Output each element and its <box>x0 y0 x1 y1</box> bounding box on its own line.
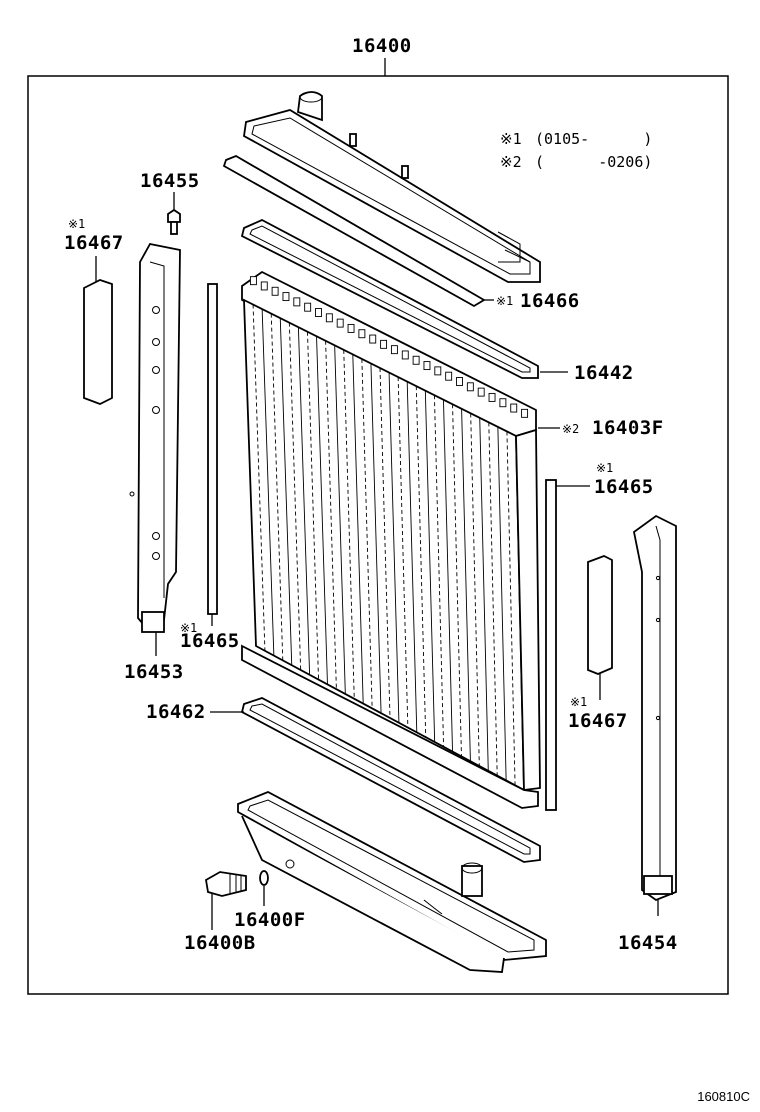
part-16467-left-pad[interactable] <box>83 279 113 405</box>
part-16454-right-bracket[interactable] <box>633 514 677 902</box>
label-16467-left[interactable]: 16467 <box>64 232 124 254</box>
part-16453-left-bracket[interactable] <box>129 242 181 633</box>
label-16467-left-mark: ※1 <box>68 217 85 231</box>
note-2-mark: ※2 <box>500 153 522 171</box>
part-16455-bolt[interactable] <box>167 208 181 235</box>
label-16400F[interactable]: 16400F <box>234 909 306 931</box>
part-16442-upper-gasket[interactable] <box>240 218 539 379</box>
label-16400B[interactable]: 16400B <box>184 932 256 954</box>
label-16465-right-mark: ※1 <box>596 461 613 475</box>
leader-lines <box>95 192 659 930</box>
label-16453[interactable]: 16453 <box>124 661 184 683</box>
label-16403F[interactable]: 16403F <box>592 417 664 439</box>
upper-tank[interactable] <box>243 91 541 283</box>
note-1-mark: ※1 <box>500 130 522 148</box>
lower-tank[interactable] <box>237 791 547 973</box>
part-16467-right-pad[interactable] <box>587 555 613 675</box>
note-1-text: (0105- ) <box>535 130 652 148</box>
radiator-core[interactable] <box>241 270 541 809</box>
label-16455[interactable]: 16455 <box>140 170 200 192</box>
label-16467-right-mark: ※1 <box>570 695 587 709</box>
label-16465-right[interactable]: 16465 <box>594 476 654 498</box>
label-16462[interactable]: 16462 <box>146 701 206 723</box>
label-16465-left[interactable]: 16465 <box>180 630 240 652</box>
part-16466-upper-seal[interactable] <box>222 155 486 308</box>
label-16467-right[interactable]: 16467 <box>568 710 628 732</box>
label-16465-left-mark: ※1 <box>180 621 197 635</box>
figure-code: 160810C <box>697 1089 750 1104</box>
note-2-text: ( -0206) <box>535 153 652 171</box>
label-16403F-mark: ※2 <box>562 422 579 436</box>
label-16466-mark: ※1 <box>496 294 513 308</box>
label-16442[interactable]: 16442 <box>574 362 634 384</box>
assembly-frame <box>27 75 729 995</box>
assembly-label[interactable]: 16400 <box>352 35 412 57</box>
core-tubes <box>252 304 516 786</box>
part-16465-right-seal[interactable] <box>545 479 557 811</box>
part-16400B-drain-cock[interactable] <box>205 871 247 897</box>
label-16454[interactable]: 16454 <box>618 932 678 954</box>
part-16465-left-seal[interactable] <box>207 283 218 615</box>
label-16466[interactable]: 16466 <box>520 290 580 312</box>
part-16400F-o-ring[interactable] <box>259 870 269 886</box>
core-header-tabs <box>249 276 529 418</box>
